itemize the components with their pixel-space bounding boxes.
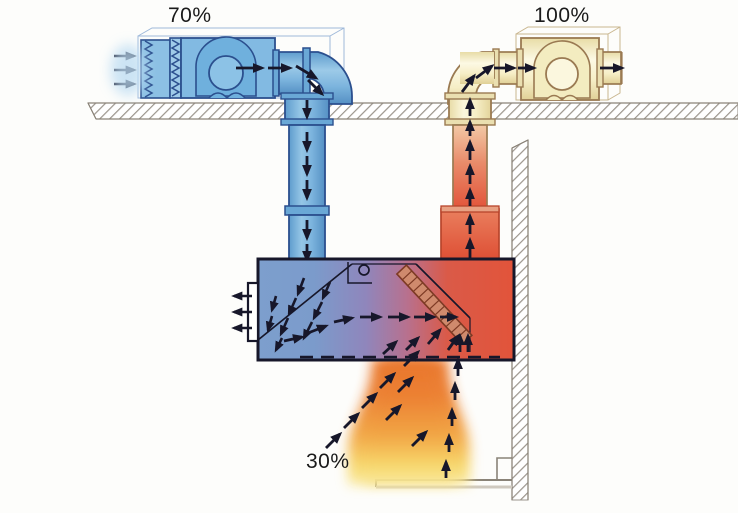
plume-center-arrows (441, 332, 465, 478)
supply-percent-label: 70% (168, 4, 212, 27)
box-mix-arrows (283, 312, 460, 344)
return-elbow-arrows (460, 64, 495, 93)
return-fan-unit (492, 26, 623, 102)
box-cold-arrows (265, 277, 332, 353)
heat-plume (348, 358, 470, 485)
plume-diagonal-arrows (325, 349, 429, 449)
supply-intake-glow (110, 44, 146, 96)
box-exhaust-arrows (231, 291, 252, 333)
ceiling-slab (87, 102, 738, 120)
return-fan-percent-label: 100% (534, 4, 590, 27)
supply-elbow-arrows (295, 64, 325, 97)
outside-air-percent-label: 30% (306, 450, 350, 473)
mixing-box (246, 257, 516, 362)
